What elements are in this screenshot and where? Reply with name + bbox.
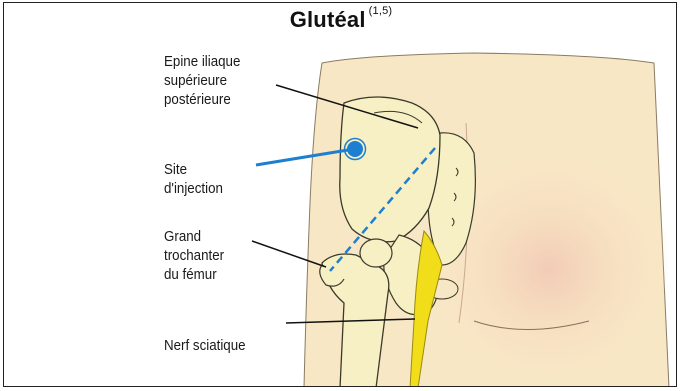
gluteal-anatomy-illustration	[4, 3, 677, 387]
label-grand-trochanter: Grand trochanter du fémur	[164, 228, 224, 285]
label-epine-iliaque: Epine iliaque supérieure postérieure	[164, 53, 240, 110]
diagram-frame: Glutéal(1,5)	[3, 2, 677, 387]
label-nerf-sciatique: Nerf sciatique	[164, 337, 246, 356]
label-site-injection: Site d'injection	[164, 161, 223, 199]
femoral-head	[360, 239, 392, 267]
injection-site-marker	[347, 141, 363, 157]
